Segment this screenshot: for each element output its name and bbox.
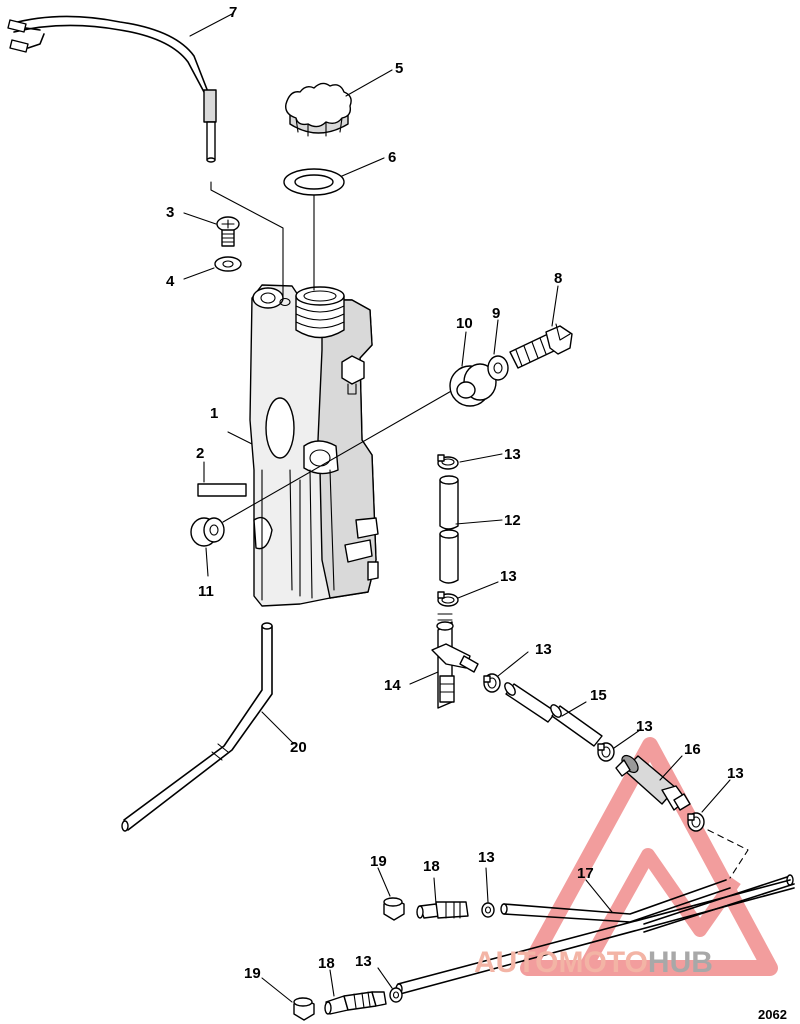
- clamp-13g-part: [389, 987, 403, 1003]
- callout-6: 6: [388, 149, 396, 166]
- washer-9-part: [487, 355, 509, 381]
- filler-cap: [285, 82, 352, 137]
- tee-fitting-part: [431, 613, 479, 709]
- callout-1: 1: [210, 405, 218, 422]
- callout-13g: 13: [355, 953, 372, 970]
- callout-19a: 19: [370, 853, 387, 870]
- callout-13f: 13: [478, 849, 495, 866]
- callout-7: 7: [229, 4, 237, 21]
- cap-19a-part: [383, 897, 405, 921]
- callout-12: 12: [504, 512, 521, 529]
- check-valve-part: [615, 754, 691, 811]
- clamp-13e-part: [687, 812, 705, 832]
- grommet-part: [190, 517, 225, 547]
- callout-13e: 13: [727, 765, 744, 782]
- clamp-13b-part: [437, 591, 459, 607]
- callout-19b: 19: [244, 965, 261, 982]
- bolt-part: [509, 323, 573, 369]
- clamp-13d-part: [597, 742, 615, 762]
- leader-lines: [183, 13, 731, 1003]
- callout-13a: 13: [504, 446, 521, 463]
- fitting-18a-part: [416, 901, 469, 919]
- callout-9: 9: [492, 305, 500, 322]
- grommet-10-part: [449, 363, 497, 407]
- callout-20: 20: [290, 739, 307, 756]
- callout-18a: 18: [423, 858, 440, 875]
- callout-17: 17: [577, 865, 594, 882]
- oil-level-sensor: [7, 15, 217, 163]
- washer-part: [214, 256, 242, 272]
- decal-part: [197, 483, 247, 497]
- hose-12-part: [439, 475, 459, 584]
- cap-19b-part: [293, 997, 315, 1021]
- callout-14: 14: [384, 677, 401, 694]
- clamp-13f-part: [481, 902, 495, 918]
- callout-3: 3: [166, 204, 174, 221]
- callout-13d: 13: [636, 718, 653, 735]
- watermark-text: AUTOMOTOHUB: [474, 946, 713, 979]
- filler-gasket: [283, 168, 345, 196]
- watermark-text-part1: AUTOMOTO: [474, 946, 648, 979]
- callout-13c: 13: [535, 641, 552, 658]
- watermark-text-part2: HUB: [648, 946, 713, 979]
- bolt-axis-line: [222, 385, 461, 523]
- figure-number: 2062: [758, 1007, 787, 1022]
- clamp-13a-part: [437, 454, 459, 470]
- hose-20-part: [121, 622, 273, 832]
- callout-2: 2: [196, 445, 204, 462]
- callout-15: 15: [590, 687, 607, 704]
- sensor-guide-line: [210, 181, 284, 301]
- callout-10: 10: [456, 315, 473, 332]
- callout-labels: 7 5 6 3 4 8 9 10 1 2 13 12 13 11 13 14 1…: [166, 4, 787, 1022]
- callout-4: 4: [166, 273, 175, 290]
- fitting-18b-part: [324, 991, 387, 1015]
- callout-18b: 18: [318, 955, 335, 972]
- hose-15-part: [504, 682, 603, 747]
- callout-8: 8: [554, 270, 562, 287]
- clamp-13c-part: [483, 673, 501, 693]
- callout-5: 5: [395, 60, 403, 77]
- callout-11: 11: [198, 583, 214, 600]
- oil-tank: [249, 284, 379, 607]
- callout-13b: 13: [500, 568, 517, 585]
- watermark-logo: [520, 737, 778, 976]
- callout-16: 16: [684, 741, 701, 758]
- screw-part: [216, 216, 240, 247]
- valve-dashed-line: [707, 829, 749, 879]
